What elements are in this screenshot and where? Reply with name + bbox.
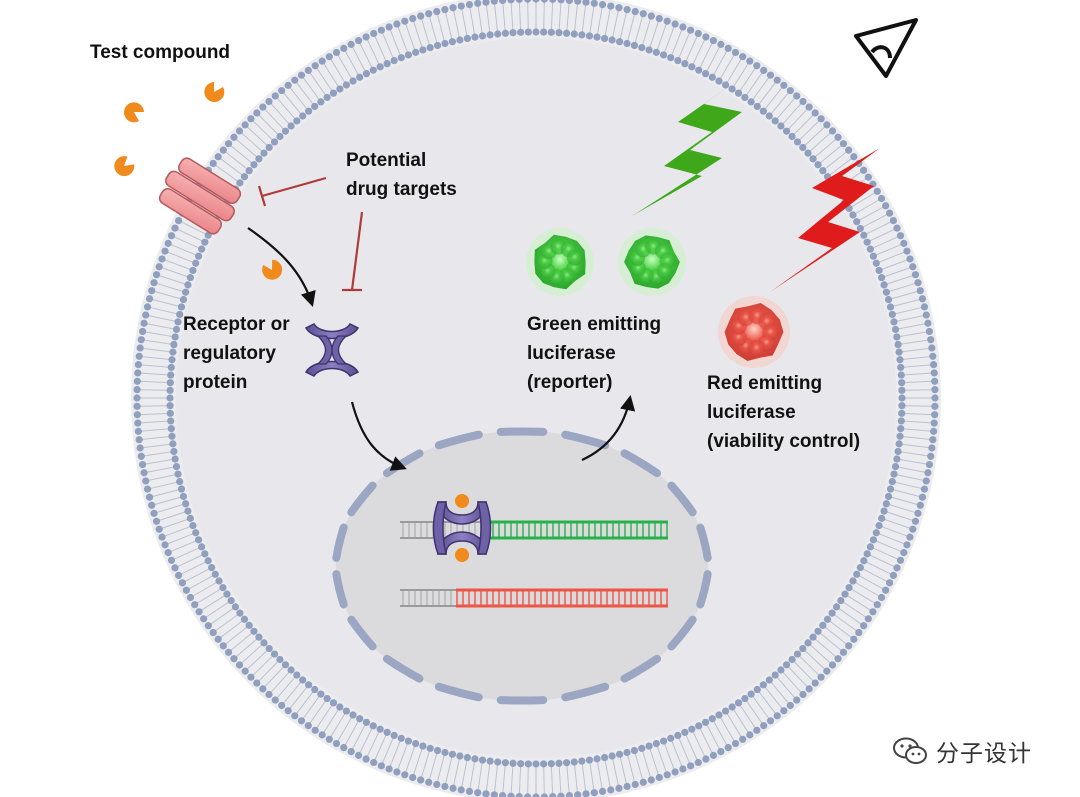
drug-targets-line-2: drug targets — [346, 179, 457, 200]
compound-molecule — [204, 82, 225, 102]
receptor-line-3: protein — [183, 372, 248, 393]
drug-targets-line-1: Potential — [346, 150, 427, 171]
receptor-protein — [304, 323, 360, 377]
green-luciferase-line-2: luciferase — [527, 343, 616, 364]
compound-molecule — [262, 259, 283, 280]
red-light-bolt-icon — [770, 148, 880, 292]
receptor-line-2: regulatory — [183, 343, 276, 364]
green-luciferase-proteins — [526, 228, 686, 296]
control-gene-dna — [400, 588, 668, 608]
arrow-nucleus-to-luciferase — [581, 394, 636, 461]
compound-molecule — [114, 156, 135, 177]
receptor-line-1: Receptor or — [183, 314, 290, 335]
pathway-arrows — [247, 227, 636, 471]
test-compound-molecules — [114, 82, 283, 280]
nuclear-envelope — [332, 427, 712, 705]
green-luciferase-line-3: (reporter) — [527, 372, 613, 393]
membrane-transporter — [158, 157, 242, 235]
arrow-receptor-to-nucleus — [350, 401, 407, 471]
green-light-bolt-icon — [632, 76, 744, 216]
nucleus — [332, 427, 712, 705]
wechat-icon — [893, 737, 927, 764]
red-luciferase-line-2: luciferase — [707, 402, 796, 423]
green-luciferase-label: Green emitting luciferase (reporter) — [527, 310, 661, 397]
test-compound-label: Test compound — [90, 42, 231, 63]
inhibition-markers — [257, 176, 364, 292]
observer-eye-icon — [854, 18, 918, 78]
red-luciferase-blob — [718, 296, 790, 368]
compound-molecule — [124, 102, 144, 123]
green-luciferase-blob — [526, 228, 594, 296]
receptor-label: Receptor or regulatory protein — [183, 310, 290, 397]
red-luciferase-line-1: Red emitting — [707, 373, 823, 394]
green-luciferase-blob — [618, 228, 686, 296]
membrane-lipid-heads — [133, 0, 939, 797]
red-luciferase-line-3: (viability control) — [707, 431, 861, 452]
watermark-text: 分子设计 — [936, 741, 1032, 767]
watermark: 分子设计 — [892, 734, 1032, 768]
red-luciferase-label: Red emitting luciferase (viability contr… — [707, 369, 860, 456]
arrow-transporter-to-receptor — [247, 227, 316, 307]
receptor-on-dna — [432, 494, 492, 562]
green-luciferase-line-1: Green emitting — [527, 314, 662, 335]
drug-targets-label: Potential drug targets — [346, 146, 457, 204]
